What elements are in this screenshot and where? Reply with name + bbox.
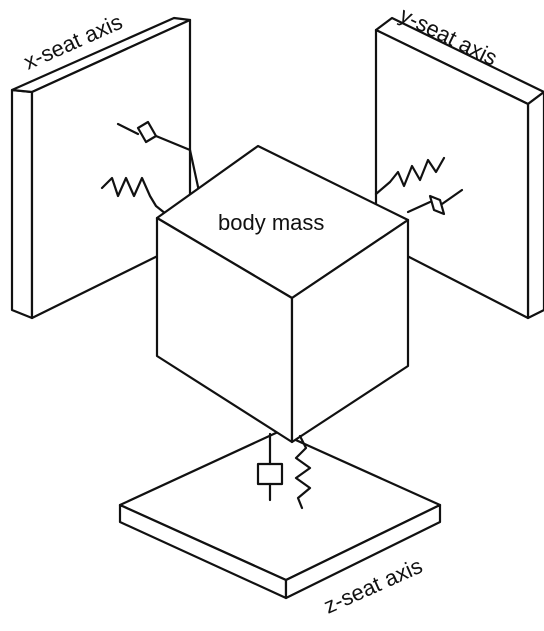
y-damper-rod-right	[440, 188, 464, 206]
body-mass-label: body mass	[218, 210, 324, 235]
x-axis-spring-damper	[100, 120, 202, 216]
z-seat-axis-plate	[118, 430, 442, 600]
y-plate-edge	[526, 90, 544, 320]
y-damper-cylinder	[428, 194, 446, 216]
y-spring	[374, 156, 446, 196]
y-plate-face	[374, 28, 530, 320]
body-mass-cube: body mass	[155, 144, 410, 444]
z-plate-front-right	[284, 503, 442, 600]
x-damper-rod-left	[116, 122, 140, 136]
y-axis-spring-damper	[374, 156, 464, 216]
x-spring	[100, 176, 168, 216]
x-damper-rod-right	[154, 134, 202, 198]
z-spring	[294, 434, 312, 510]
x-plate-edge	[10, 88, 34, 320]
z-axis-spring-damper	[256, 432, 312, 510]
z-damper-cylinder	[256, 462, 284, 486]
y-seat-axis-plate	[374, 16, 544, 320]
z-plate-top	[118, 430, 442, 582]
cube-right-face	[290, 218, 410, 444]
y-damper-rod-left	[406, 200, 432, 214]
x-seat-axis-plate	[10, 16, 192, 320]
